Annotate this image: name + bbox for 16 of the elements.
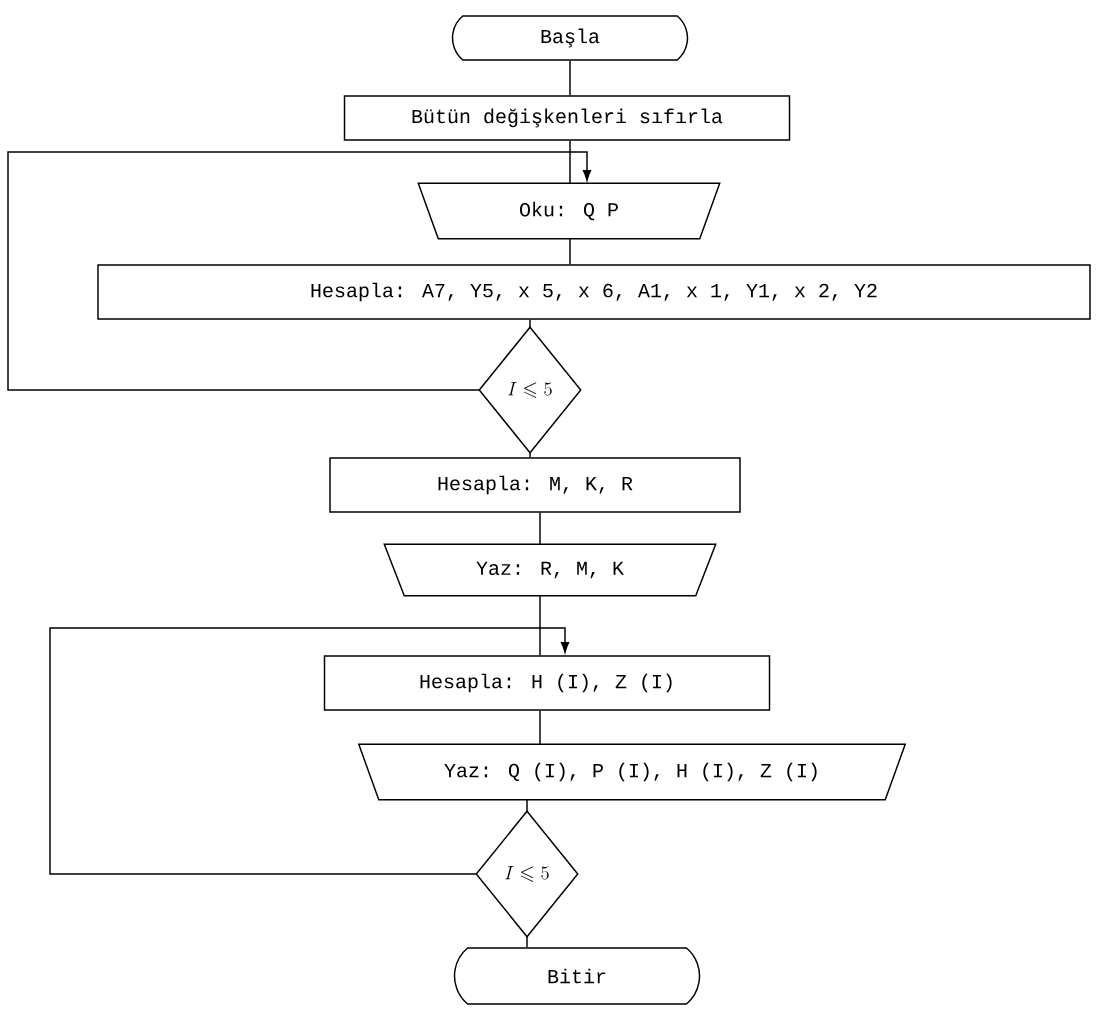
connector-line xyxy=(526,936,528,948)
process-box: Hesapla: H (I), Z (I) xyxy=(323,655,771,711)
connector-line xyxy=(569,60,571,96)
process-box: Hesapla: A7, Y5, x 5, x 6, A1, x 1, Y1, x 2, Y2 xyxy=(97,264,1091,320)
connector-line xyxy=(526,799,528,812)
connector-line xyxy=(569,238,571,265)
loop-arrow xyxy=(7,151,592,391)
process-box: Hesapla: M, K, R xyxy=(329,457,741,513)
connector-line xyxy=(539,595,541,656)
process-box: Bütün değişkenleri sıfırla xyxy=(343,95,791,141)
connector-line xyxy=(529,452,531,458)
loop-arrow xyxy=(49,627,570,875)
connector-line xyxy=(569,140,571,184)
connector-line xyxy=(529,319,531,328)
connector-line xyxy=(539,512,541,545)
connector-line xyxy=(539,710,541,745)
